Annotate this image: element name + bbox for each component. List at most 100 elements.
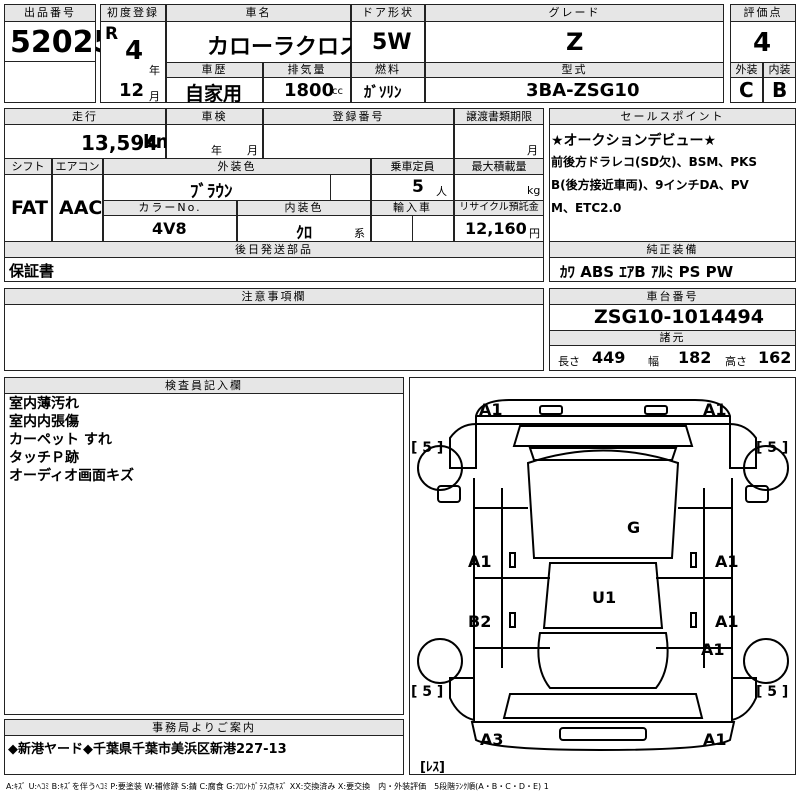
import-header: 輸入車 bbox=[371, 200, 454, 216]
shift-header: シフト bbox=[4, 158, 52, 175]
score-header: 評価点 bbox=[730, 4, 796, 22]
era: R bbox=[105, 24, 119, 44]
registration-month: 12 bbox=[119, 80, 145, 101]
ac: AAC bbox=[59, 197, 103, 219]
mark-spare: [ﾚｽ] bbox=[420, 760, 445, 775]
car-name: カローラクロス bbox=[207, 35, 362, 60]
plate-header: 登録番号 bbox=[263, 108, 454, 125]
ac-header: エアコン bbox=[52, 158, 103, 175]
mark-tire-rr: [ 5 ] bbox=[756, 684, 789, 700]
exterior-grade: C bbox=[739, 78, 754, 102]
width: 182 bbox=[678, 348, 712, 367]
inspection-cell: 年 月 bbox=[166, 124, 263, 159]
interior-header: 内装 bbox=[763, 62, 796, 78]
import-cell bbox=[371, 215, 454, 242]
inspector-line-3: カーペット すれ bbox=[9, 432, 112, 448]
load-unit: kg bbox=[527, 184, 541, 197]
grade: Z bbox=[566, 28, 584, 56]
mileage-header: 走行 bbox=[4, 108, 166, 125]
equipment-cell: ｶﾜ ABS ｴｱB ｱﾙﾐ PS PW bbox=[549, 257, 796, 282]
displacement-unit: cc bbox=[332, 86, 343, 97]
interior-cell: B bbox=[763, 77, 796, 103]
sales-point-line-1: ★オークションデビュー★ bbox=[551, 133, 717, 149]
damage-diagram: A1 A1 [ 5 ] [ 5 ] G A1 A1 U1 B2 A1 A1 [ … bbox=[409, 377, 796, 775]
color-header: 外装色 bbox=[103, 158, 371, 175]
dims-cell: 長さ 449 幅 182 高さ 162 bbox=[549, 345, 796, 371]
history: 自家用 bbox=[185, 83, 243, 105]
car-name-header: 車名 bbox=[166, 4, 351, 22]
inspector-line-5: オーディオ画面キズ bbox=[9, 468, 135, 484]
equipment-header: 純正装備 bbox=[549, 241, 796, 258]
mark-front-right: A1 bbox=[703, 400, 727, 419]
sales-point-cell: ★オークションデビュー★ 前後方ドラレコ(SD欠)、BSM、PKS B(後方接近… bbox=[549, 124, 796, 257]
inspector-line-2: 室内内張傷 bbox=[9, 414, 79, 430]
transfer-cell: 月 bbox=[454, 124, 544, 159]
fuel-cell: ｶﾞｿﾘﾝ bbox=[351, 77, 425, 103]
load-header: 最大積載量 bbox=[454, 158, 544, 175]
car-name-cell: カローラクロス bbox=[166, 21, 361, 63]
door-type: 5W bbox=[372, 30, 412, 55]
interior-grade: B bbox=[772, 78, 788, 102]
transfer-month-unit: 月 bbox=[527, 144, 538, 157]
sales-point-line-2: 前後方ドラレコ(SD欠)、BSM、PKS bbox=[551, 155, 758, 169]
mileage: 13,594 bbox=[81, 131, 159, 155]
interior-color-unit: 系 bbox=[354, 227, 365, 240]
sales-point-line-3: B(後方接近車両)、9インチDA、PV bbox=[551, 178, 749, 192]
inspector-cell: 室内薄汚れ 室内内張傷 カーペット すれ タッチＰ跡 オーディオ画面キズ bbox=[4, 393, 404, 715]
chassis-cell: ZSG10-1014494 bbox=[549, 304, 796, 331]
notes-header: 注意事項欄 bbox=[4, 288, 544, 305]
mark-tire-fr: [ 5 ] bbox=[756, 440, 789, 456]
later-parts-header: 後日発送部品 bbox=[4, 241, 544, 258]
lot-number-cell: 52025 bbox=[4, 21, 114, 62]
office-text: ◆新港ヤード◆千葉県千葉市美浜区新港227-13 bbox=[8, 742, 287, 757]
equipment-items: ｶﾜ ABS ｴｱB ｱﾙﾐ PS PW bbox=[560, 263, 734, 281]
car-outline bbox=[417, 399, 789, 752]
mark-right-rear-fender: A1 bbox=[701, 640, 725, 659]
exterior-cell: C bbox=[730, 77, 763, 103]
capacity-cell: 5 人 bbox=[371, 174, 454, 201]
recycle-header: リサイクル預託金 bbox=[454, 200, 544, 216]
office-header: 事務局よりご案内 bbox=[4, 719, 404, 736]
chassis-header: 車台番号 bbox=[549, 288, 796, 305]
mark-tire-fl: [ 5 ] bbox=[411, 440, 444, 456]
inspector-line-1: 室内薄汚れ bbox=[9, 396, 79, 412]
month-unit: 月 bbox=[149, 90, 160, 103]
shift: FAT bbox=[11, 197, 48, 219]
legend: A:ｷｽﾞ U:ﾍｺﾐ B:ｷｽﾞを伴うﾍｺﾐ P:要塗装 W:補修跡 S:錆 … bbox=[6, 782, 549, 791]
lot-number-blank bbox=[4, 61, 96, 103]
color-no-cell: 4V8 bbox=[103, 215, 237, 242]
mark-right-front-door: A1 bbox=[715, 552, 739, 571]
mark-right-rear-door: A1 bbox=[715, 612, 739, 631]
registration-year: 4 bbox=[125, 36, 144, 66]
interior-color-header: 内装色 bbox=[237, 200, 371, 216]
year-unit: 年 bbox=[149, 64, 160, 77]
grade-header: グレード bbox=[425, 4, 724, 22]
mark-tire-rl: [ 5 ] bbox=[411, 684, 444, 700]
score-cell: 4 bbox=[730, 21, 796, 63]
mileage-cell: 13,594 km bbox=[4, 124, 175, 159]
recycle-cell: 12,160 円 bbox=[454, 215, 544, 242]
recycle-unit: 円 bbox=[529, 227, 540, 240]
dims-header: 諸元 bbox=[549, 330, 796, 346]
interior-color-cell: ｸﾛ 系 bbox=[237, 215, 371, 242]
lot-number: 52025 bbox=[10, 25, 115, 60]
fuel: ｶﾞｿﾘﾝ bbox=[364, 83, 402, 101]
inspection-year-unit: 年 bbox=[211, 144, 222, 157]
color: ﾌﾞﾗｳﾝ bbox=[190, 182, 233, 202]
displacement-cell: 1800 cc bbox=[263, 77, 351, 103]
fuel-header: 燃料 bbox=[351, 62, 425, 78]
color-cell: ﾌﾞﾗｳﾝ bbox=[103, 174, 371, 202]
color-no-header: カラーNo. bbox=[103, 200, 237, 216]
later-parts: 保証書 bbox=[9, 262, 55, 280]
color-no: 4V8 bbox=[152, 219, 187, 238]
inspector-header: 検査員記入欄 bbox=[4, 377, 404, 394]
mark-roof: U1 bbox=[592, 588, 617, 607]
displacement: 1800 bbox=[284, 80, 335, 101]
load-cell: kg bbox=[454, 174, 544, 201]
later-parts-cell: 保証書 bbox=[4, 257, 544, 282]
lot-number-header: 出品番号 bbox=[4, 4, 96, 22]
capacity: 5 bbox=[412, 177, 424, 197]
ac-cell: AAC bbox=[52, 174, 103, 242]
inspection-month-unit: 月 bbox=[247, 144, 258, 157]
displacement-header: 排気量 bbox=[263, 62, 351, 78]
